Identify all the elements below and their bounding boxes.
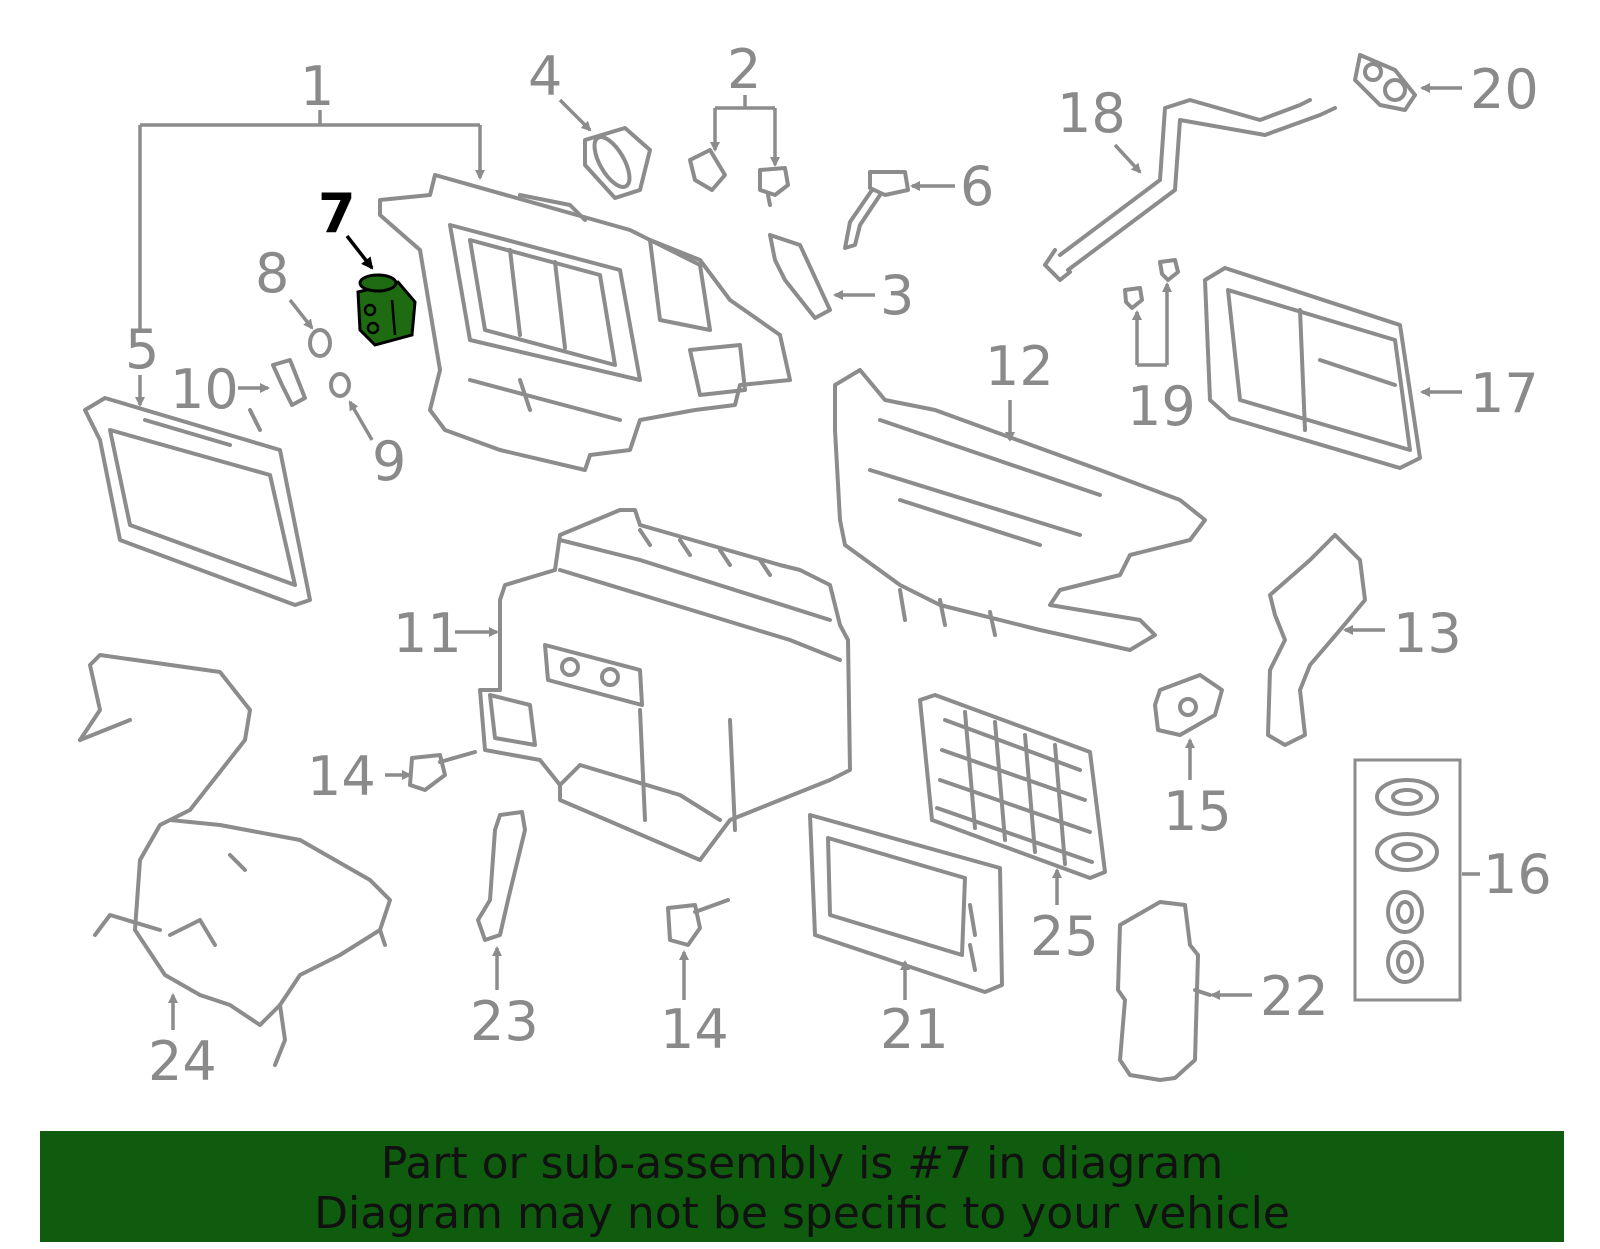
- part-1-upper-case: [378, 173, 792, 472]
- callout-4: 4: [528, 45, 562, 108]
- part-17-filter-frame: [1203, 266, 1422, 470]
- part-12-duct: [833, 368, 1207, 652]
- part-25-air-filter: [918, 693, 1107, 880]
- callout-15: 15: [1163, 780, 1232, 843]
- part-20-gasket: [1353, 53, 1417, 112]
- part-14-sensor-lower: [666, 898, 730, 947]
- callout-22: 22: [1260, 965, 1329, 1028]
- callout-25: 25: [1030, 905, 1099, 968]
- part-23-bracket: [476, 810, 527, 942]
- callout-17: 17: [1470, 362, 1539, 425]
- info-banner: Part or sub-assembly is #7 in diagram Di…: [40, 1131, 1564, 1242]
- callout-9: 9: [372, 430, 406, 493]
- callout-14a: 14: [307, 745, 376, 808]
- callout-7: 7: [318, 182, 356, 245]
- banner-line-1: Part or sub-assembly is #7 in diagram: [380, 1138, 1224, 1189]
- part-7-expansion-valve: [356, 273, 417, 347]
- callout-16: 16: [1483, 843, 1552, 906]
- part-9-washer: [329, 372, 351, 398]
- callout-6: 6: [960, 155, 994, 218]
- callout-20: 20: [1470, 58, 1539, 121]
- part-4-actuator: [583, 126, 652, 200]
- callout-19: 19: [1127, 375, 1196, 438]
- part-5-evaporator: [83, 396, 312, 607]
- part-19-clips: [1123, 258, 1180, 310]
- part-14-sensor-upper: [408, 750, 477, 792]
- callout-1: 1: [300, 55, 334, 118]
- callout-18: 18: [1057, 82, 1126, 145]
- callout-23: 23: [470, 990, 539, 1053]
- callout-21: 21: [880, 998, 949, 1061]
- part-22-module: [1116, 900, 1212, 1082]
- callout-10: 10: [170, 358, 239, 421]
- part-13-side-duct: [1266, 533, 1367, 747]
- part-2-clips: [688, 148, 790, 207]
- callout-14b: 14: [660, 998, 729, 1061]
- part-8-o-ring: [308, 328, 332, 358]
- banner-line-2: Diagram may not be specific to your vehi…: [314, 1188, 1290, 1239]
- callout-24: 24: [148, 1030, 217, 1093]
- part-6-sensor: [843, 170, 910, 250]
- part-10-clip: [271, 358, 307, 407]
- callout-13: 13: [1393, 602, 1462, 665]
- callout-12: 12: [985, 335, 1054, 398]
- highlighted-part: [356, 280, 417, 347]
- callout-8: 8: [255, 242, 289, 305]
- part-21-filter-door: [808, 813, 1004, 994]
- callout-11: 11: [393, 602, 462, 665]
- callout-3: 3: [880, 264, 914, 327]
- part-18-pipes: [1043, 98, 1337, 282]
- part-16-grommets: [1353, 758, 1462, 1002]
- part-11-lower-case: [478, 508, 852, 862]
- part-3-bracket: [768, 233, 832, 320]
- part-24-wiring-harness: [78, 653, 392, 1067]
- callout-5: 5: [125, 318, 159, 381]
- part-15-motor: [1153, 673, 1224, 737]
- callout-2: 2: [727, 38, 761, 101]
